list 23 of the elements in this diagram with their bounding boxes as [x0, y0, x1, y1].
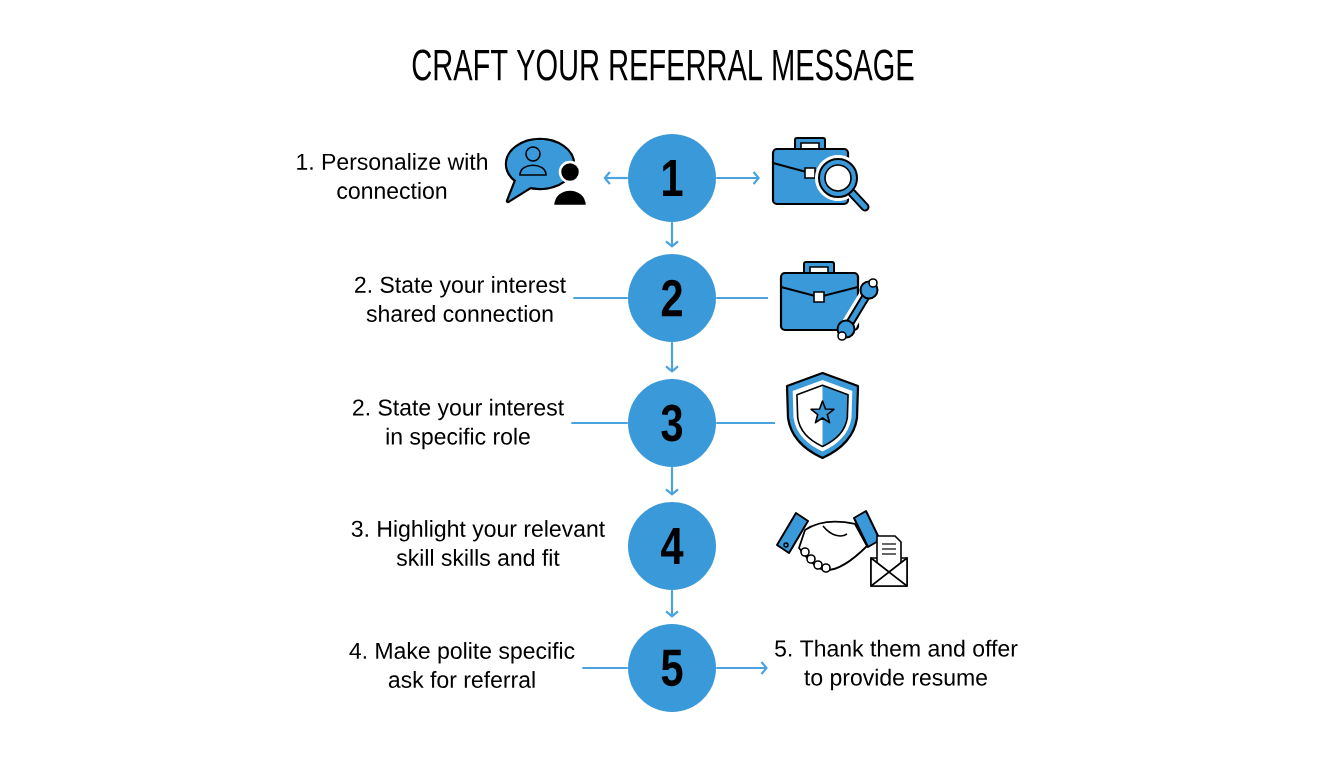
connector-line [571, 421, 628, 425]
connector-line [716, 421, 775, 425]
briefcase-search-icon [771, 137, 870, 212]
step-text: 1. Personalize with connection [297, 153, 487, 199]
connector-line [582, 666, 628, 670]
shield-star-icon [785, 371, 860, 460]
connector-line [573, 296, 628, 300]
arrow [665, 590, 679, 618]
connector-line [716, 296, 768, 300]
step-text: 3. Highlight your relevant skill skills and fit [351, 520, 605, 566]
arrow [716, 171, 760, 185]
arrow [716, 661, 768, 675]
briefcase-wrench-icon [779, 261, 879, 341]
chat-people-icon [504, 137, 589, 208]
arrow [665, 467, 679, 496]
step-text: 4. Make polite specific ask for referral [349, 642, 575, 688]
arrow [665, 222, 679, 248]
title: CRAFT YOUR REFERRAL MESSAGE [412, 49, 914, 81]
arrow [603, 171, 628, 185]
arrow [665, 342, 679, 373]
step-text: 5. Thank them and offer to provide resume [775, 639, 1018, 691]
step-text: 2. State your interest shared connection [355, 276, 566, 322]
step-text: 2. State your interest in specific role [353, 398, 564, 450]
